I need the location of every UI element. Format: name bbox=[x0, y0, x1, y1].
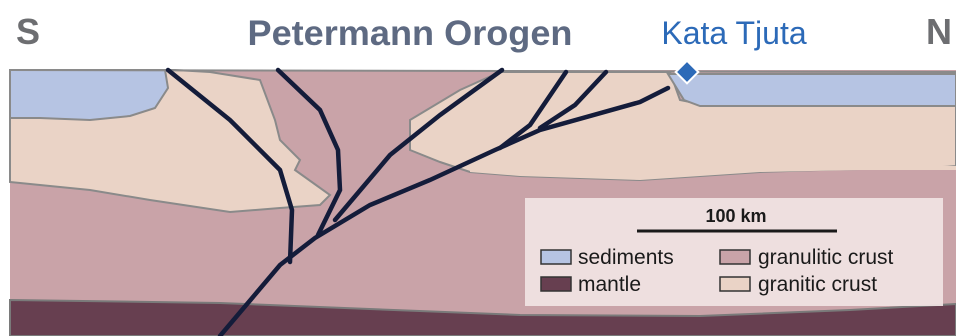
legend-swatch-sediments bbox=[541, 250, 571, 264]
legend-label-sediments: sediments bbox=[578, 246, 674, 269]
scale-label: 100 km bbox=[705, 206, 766, 226]
legend-label-mantle: mantle bbox=[578, 273, 641, 296]
diagram-title: Petermann Orogen bbox=[248, 14, 573, 53]
legend: 100 km sediments granulitic crust mantle… bbox=[525, 198, 943, 306]
direction-south: S bbox=[16, 11, 40, 52]
legend-label-granitic-crust: granitic crust bbox=[758, 273, 877, 296]
location-label: Kata Tjuta bbox=[661, 15, 806, 51]
sediments-north bbox=[668, 74, 956, 106]
legend-swatch-granitic-crust bbox=[720, 277, 750, 291]
legend-label-granulitic-crust: granulitic crust bbox=[758, 246, 894, 269]
legend-swatch-granulitic-crust bbox=[720, 250, 750, 264]
legend-swatch-mantle bbox=[541, 277, 571, 291]
direction-north: N bbox=[926, 11, 952, 52]
